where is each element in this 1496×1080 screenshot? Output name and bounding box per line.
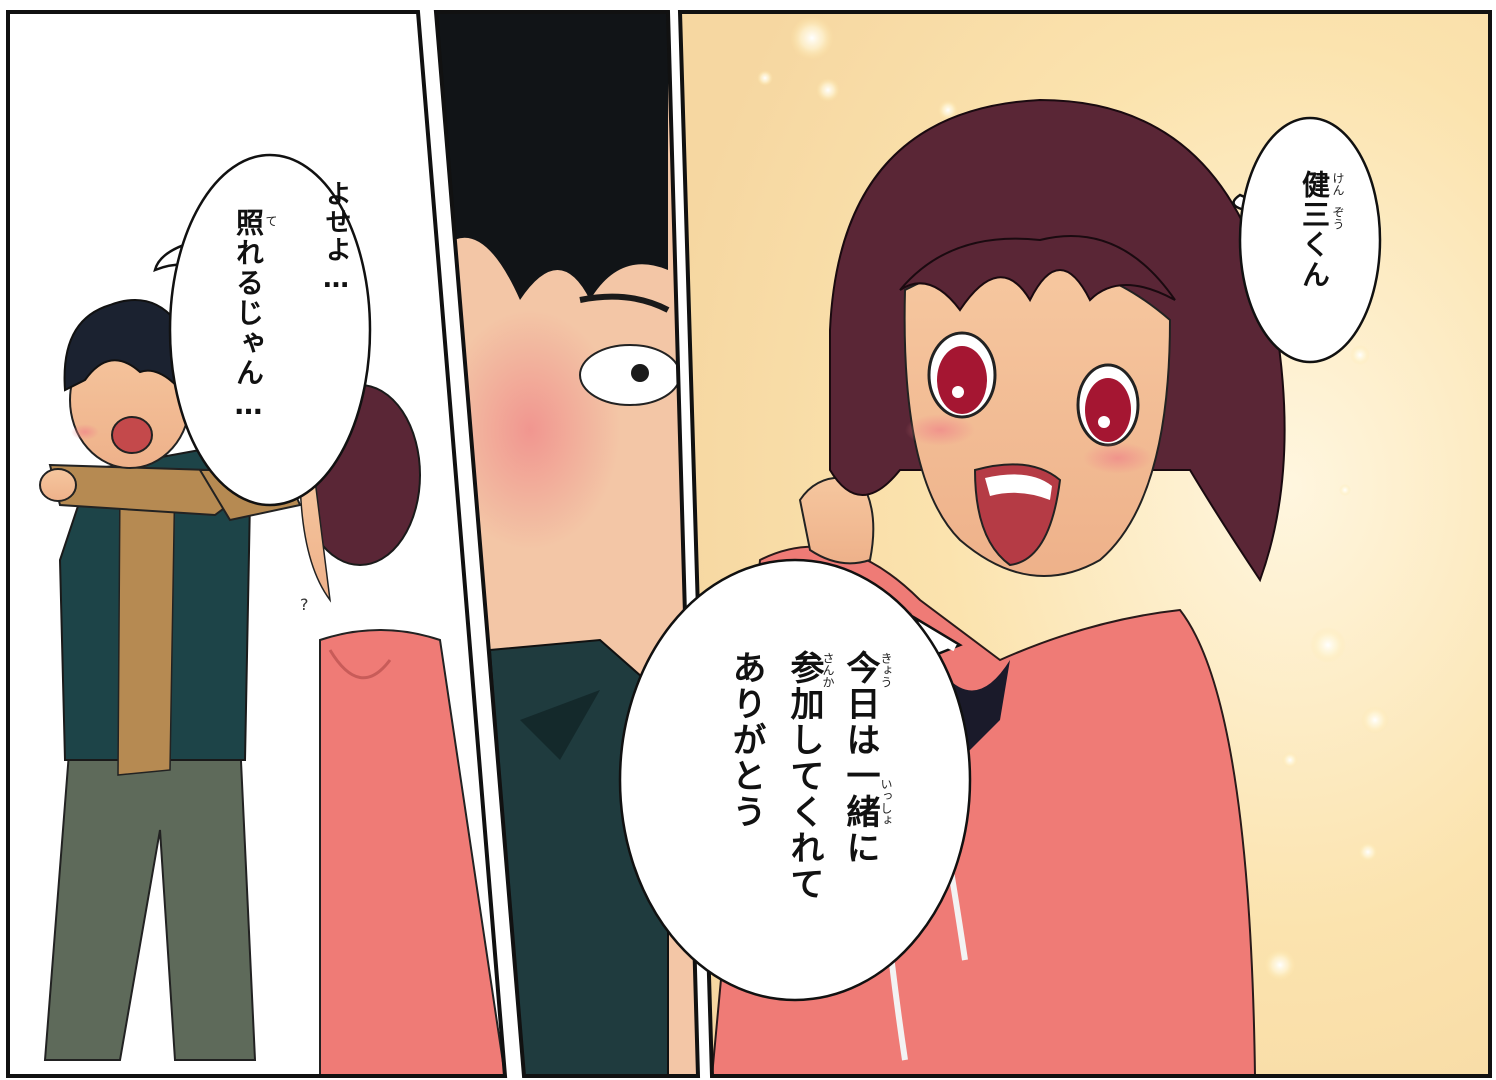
speech-bubble-top-right <box>1232 116 1382 364</box>
left-bubble-line-2: 照れるじゃん… <box>232 208 265 423</box>
main-bubble-line-2: 参加してくれて <box>784 650 824 902</box>
speech-bubble-left <box>153 153 372 507</box>
top-right-bubble-ruby-2: ぞう <box>1331 206 1345 230</box>
main-bubble-line-3: ありがとう <box>726 650 766 830</box>
top-right-bubble-line-1: 健三くん <box>1298 170 1331 290</box>
girl-face <box>829 98 1286 583</box>
main-bubble-ruby-1: きょう <box>879 652 893 688</box>
top-right-bubble-ruby-1: けん <box>1331 172 1345 196</box>
bokeh-lights <box>757 16 1389 981</box>
speech-bubble-main <box>618 558 972 1002</box>
main-bubble-ruby-2: いっしょ <box>879 778 893 826</box>
left-bubble-ruby: て <box>264 215 278 227</box>
question-mark: ? <box>300 595 309 614</box>
main-bubble-ruby-3: さんか <box>821 652 835 688</box>
main-bubble-line-1: 今日は一緒に <box>840 650 880 866</box>
left-bubble-line-1: よせよ… <box>321 180 351 296</box>
